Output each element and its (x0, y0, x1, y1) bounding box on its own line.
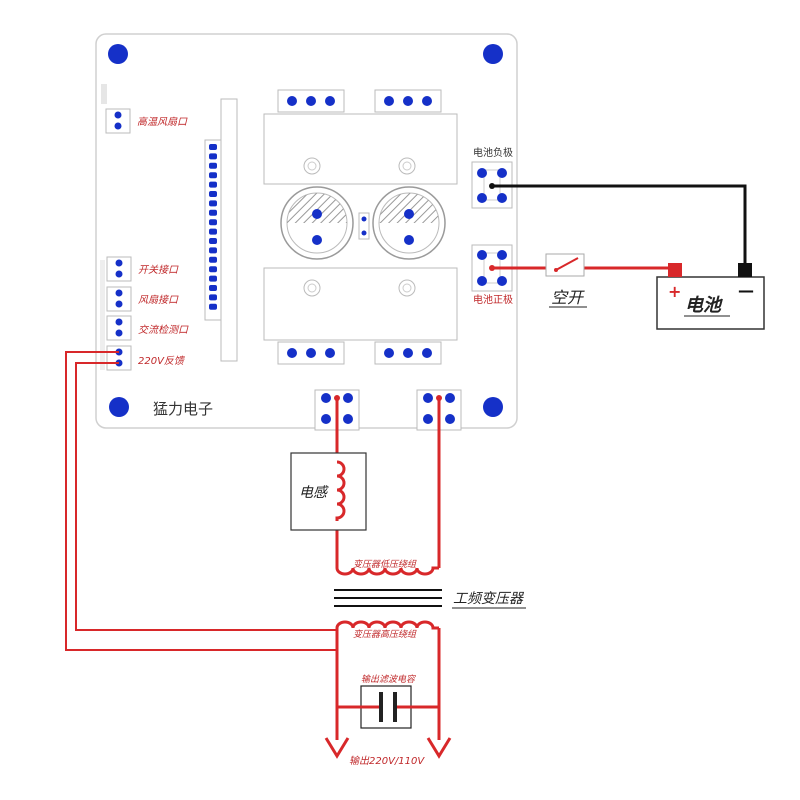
header-pin (209, 191, 217, 197)
label-battery-negative: 电池负极 (473, 146, 513, 159)
battery-positive-terminal (471, 244, 513, 292)
header-pin (209, 247, 217, 254)
header-pin (209, 238, 217, 244)
connector-switch (106, 256, 132, 282)
breaker-label: 空开 (551, 288, 585, 307)
connector-fan-temp (105, 108, 131, 134)
transformer-wiring: 电感 变压器低压绕组 工频变压器 变压器高压绕组 输出滤波电容 (65, 351, 526, 767)
label-fan-temp-port: 高温风扇口 (137, 116, 188, 128)
label-switch-port: 开关接口 (138, 264, 179, 276)
brand-label: 猛力电子 (153, 400, 213, 418)
output-capacitor (337, 685, 439, 729)
battery-minus: — (738, 281, 754, 300)
pcb-board: 高温风扇口 开关接口 风扇接口 交流检测口 220V反馈 电池负极 电池正极 猛… (95, 33, 518, 431)
primary-winding-label: 变压器低压绕组 (353, 559, 417, 570)
label-220v-feedback: 220V反馈 (138, 355, 185, 367)
label-battery-positive: 电池正极 (473, 293, 513, 306)
header-pin (209, 266, 217, 273)
breaker-switch (545, 253, 585, 277)
pin-header-strip (204, 98, 238, 362)
battery: + — 电池 (656, 263, 765, 330)
header-pin (209, 275, 217, 282)
capacitor-left (280, 186, 354, 260)
heatsink-bottom (263, 267, 458, 341)
output-arrow-left (324, 737, 350, 759)
output-label: 输出220V/110V (349, 755, 425, 767)
header-pin (209, 219, 217, 226)
battery-label: 电池 (685, 295, 723, 316)
transformer-core (334, 589, 442, 607)
mounting-hole (109, 397, 129, 417)
secondary-winding (335, 620, 439, 630)
header-pin (209, 256, 217, 263)
secondary-winding-label: 变压器高压绕组 (353, 629, 417, 640)
connector-fan (106, 286, 132, 312)
header-pin (209, 172, 217, 179)
battery-plus: + (668, 282, 681, 301)
mosfet-row-top (277, 89, 442, 113)
mounting-hole (108, 44, 128, 64)
header-pin (209, 181, 217, 188)
transformer-label: 工频变压器 (453, 591, 525, 607)
heatsink-top (263, 113, 458, 185)
battery-wiring: 空开 + — 电池 (489, 183, 765, 330)
header-pin (209, 294, 217, 301)
output-capacitor-label: 输出滤波电容 (361, 674, 416, 685)
header-pin (209, 162, 217, 169)
label-fan-port: 风扇接口 (138, 294, 179, 306)
label-ac-detect-port: 交流检测口 (138, 324, 189, 336)
header-pin (209, 144, 217, 150)
mosfet-row-bottom (277, 341, 442, 365)
mounting-hole (483, 44, 503, 64)
mounting-hole (483, 397, 503, 417)
primary-winding (335, 566, 439, 576)
header-pin (209, 285, 217, 291)
header-pin (209, 303, 217, 310)
connector-ac-detect (106, 315, 132, 341)
header-pin (209, 209, 217, 216)
output-arrow-right (426, 737, 452, 759)
header-pin (209, 153, 217, 160)
capacitor-right (372, 186, 446, 260)
connector-220v-feedback (106, 345, 132, 371)
inductor: 电感 (290, 452, 367, 531)
header-pin (209, 228, 217, 235)
inductor-label: 电感 (299, 485, 329, 501)
header-pin (209, 200, 217, 207)
